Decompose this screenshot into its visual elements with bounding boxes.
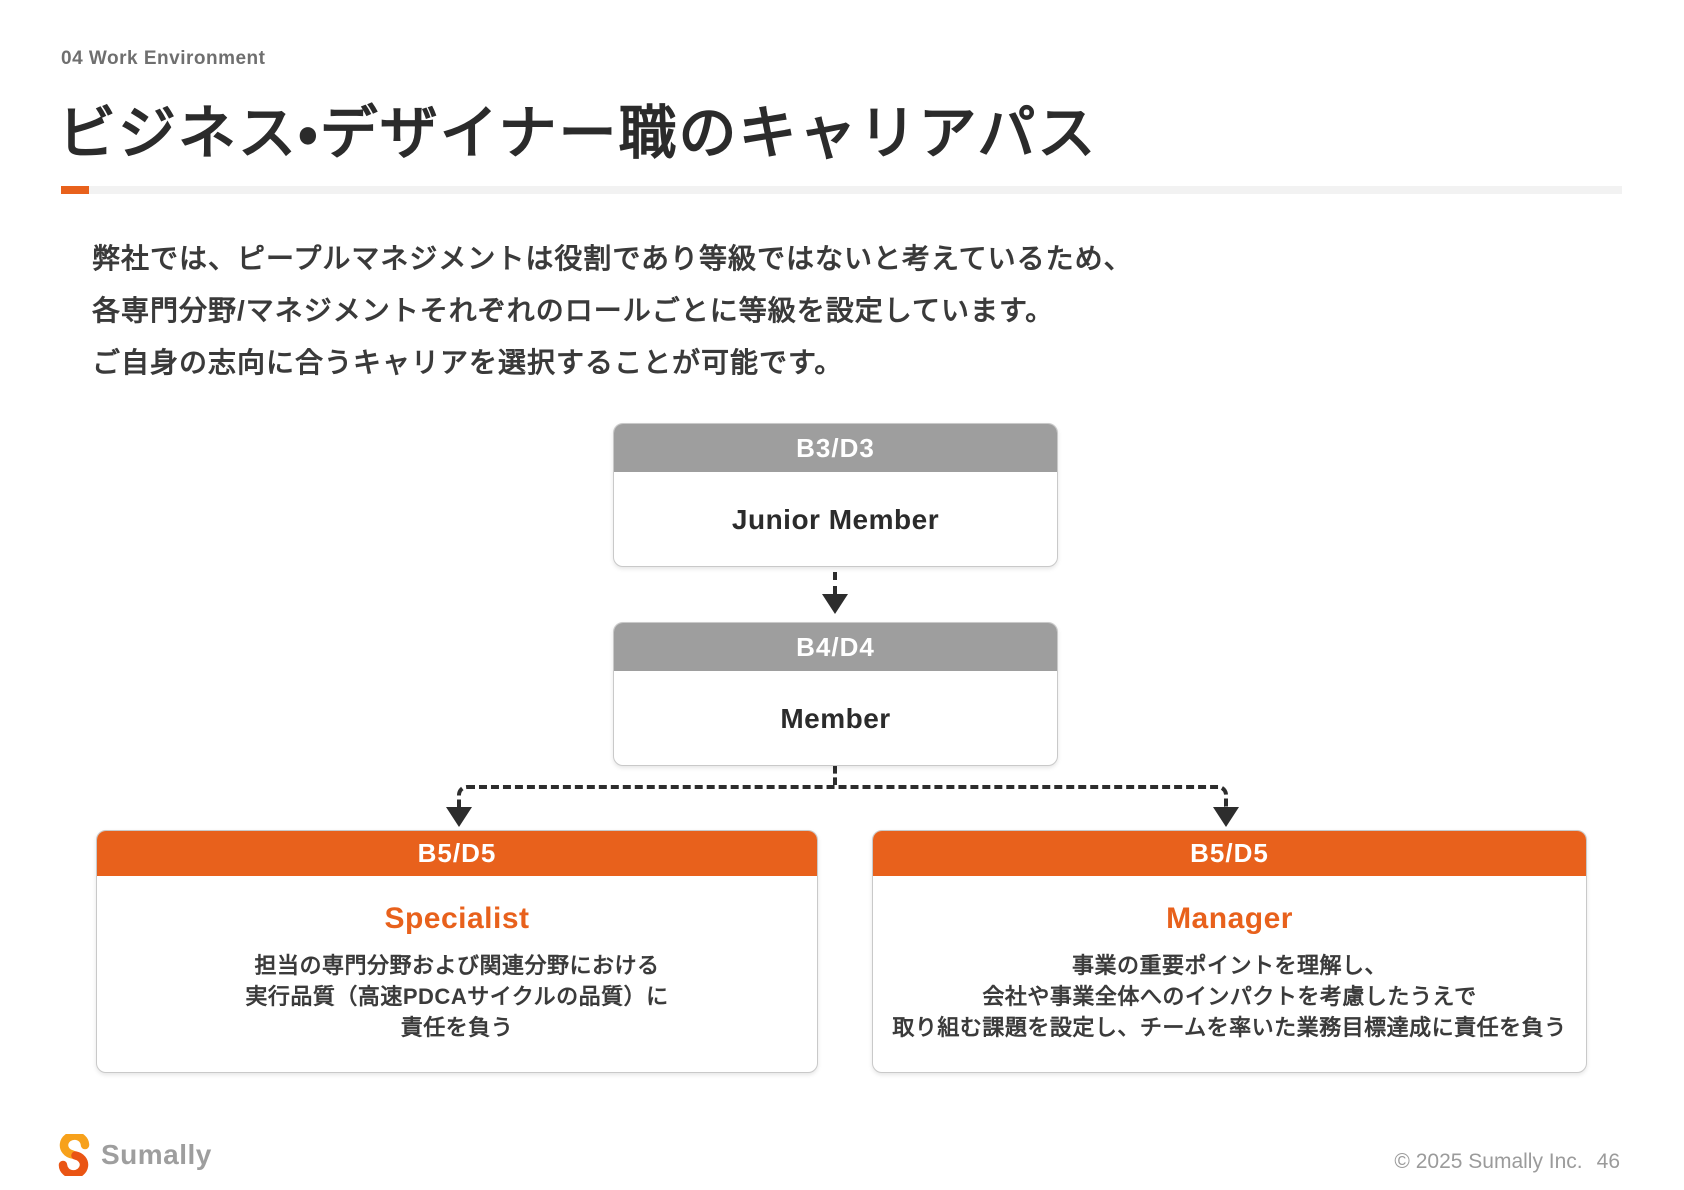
footer-meta: © 2025 Sumally Inc. 46 [1394,1150,1620,1174]
arrow-down-icon [1213,807,1239,827]
arrow-down-icon [446,807,472,827]
intro-line: ご自身の志向に合うキャリアを選択することが可能です。 [92,347,844,378]
description-line: 事業の重要ポイントを理解し、 [1071,953,1387,978]
role-label: Specialist [384,902,530,935]
branch-dashed-connector [457,785,1228,809]
description-line: 会社や事業全体へのインパクトを考慮したうえで [982,984,1477,1009]
role-description: 担当の専門分野および関連分野における 実行品質（高速PDCAサイクルの品質）に … [245,950,668,1043]
arrow-down-icon [822,594,848,614]
description-line: 担当の専門分野および関連分野における [254,953,660,978]
grade-badge: B5/D5 [873,831,1586,876]
role-label: Manager [1166,902,1293,935]
description-line: 実行品質（高速PDCAサイクルの品質）に [245,984,669,1009]
description-line: 取り組む課題を設定し、チームを率いた業務目標達成に責任を負う [892,1015,1567,1040]
role-label: Member [780,702,891,734]
brand-logo: Sumally [57,1134,212,1176]
role-description: 事業の重要ポイントを理解し、 会社や事業全体へのインパクトを考慮したうえで 取り… [892,950,1566,1043]
intro-paragraph: 弊社では、ピープルマネジメントは役割であり等級ではないと考えているため、 各専門… [92,233,1133,389]
section-eyebrow: 04 Work Environment [61,48,266,69]
copyright-text: © 2025 Sumally Inc. [1394,1150,1583,1173]
career-node-specialist: B5/D5 Specialist 担当の専門分野および関連分野における 実行品質… [96,830,818,1073]
grade-badge: B4/D4 [614,623,1057,671]
career-node-manager: B5/D5 Manager 事業の重要ポイントを理解し、 会社や事業全体へのイン… [872,830,1587,1073]
title-underline [61,186,1622,194]
sumally-logo-icon [57,1134,91,1176]
page-number: 46 [1596,1150,1620,1173]
connector-dashed-line [833,766,837,785]
grade-badge: B5/D5 [97,831,817,876]
title-underline-accent [61,186,89,194]
grade-badge: B3/D3 [614,424,1057,472]
connector-dashed-line [833,572,837,594]
role-label: Junior Member [731,503,940,535]
brand-wordmark: Sumally [101,1139,212,1170]
career-node-member: B4/D4 Member [613,622,1058,766]
intro-line: 弊社では、ピープルマネジメントは役割であり等級ではないと考えているため、 [92,243,1133,274]
intro-line: 各専門分野/マネジメントそれぞれのロールごとに等級を設定しています。 [92,295,1055,326]
career-node-junior-member: B3/D3 Junior Member [613,423,1058,567]
page-title: ビジネス・デザイナー職のキャリアパス [58,101,1098,166]
description-line: 責任を負う [400,1015,514,1040]
